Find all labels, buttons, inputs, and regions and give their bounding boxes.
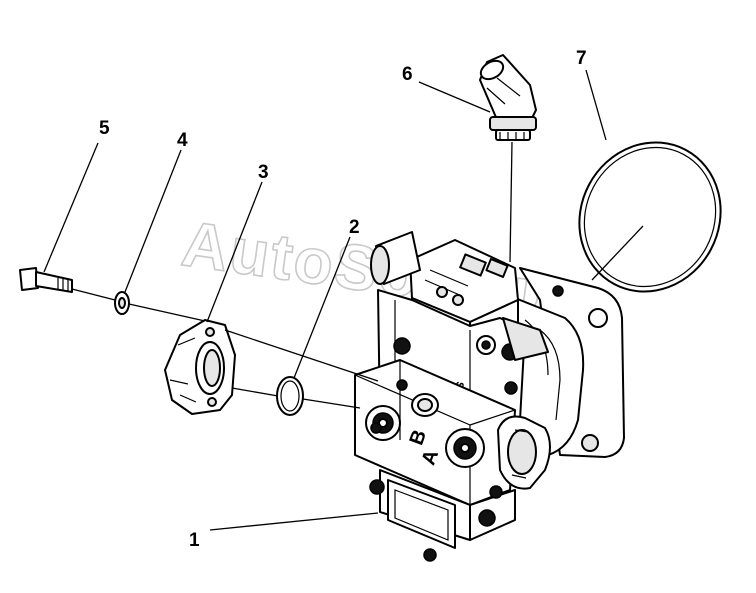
flange-screw: [552, 285, 564, 297]
part-2-small-o-ring: [276, 376, 304, 416]
assembly-axis-lines: [71, 141, 513, 409]
callout-5: 5: [99, 118, 110, 139]
pump-assembly: MS B A: [354, 231, 625, 562]
callout-labels: 1 2 3 4 5 6 7: [99, 48, 587, 551]
part-4-washer: [114, 291, 130, 315]
part-6-elbow-fitting: [479, 54, 537, 141]
part-5-bolt: [19, 267, 73, 293]
leader-lines: [43, 69, 644, 531]
part-7-large-o-ring: [578, 141, 722, 293]
callout-1: 1: [189, 530, 200, 551]
callout-7: 7: [576, 48, 587, 69]
shaft-cover: [387, 479, 456, 549]
part-3-split-flange: [164, 319, 236, 415]
callout-4: 4: [177, 130, 188, 151]
flange-bolt: [581, 434, 599, 452]
port-mark-a: A: [417, 447, 443, 468]
callout-3: 3: [258, 162, 269, 183]
flange-bolt-hole: [588, 308, 608, 328]
callout-2: 2: [349, 217, 360, 238]
port-mark-b: B: [405, 427, 431, 448]
callout-6: 6: [402, 64, 413, 85]
